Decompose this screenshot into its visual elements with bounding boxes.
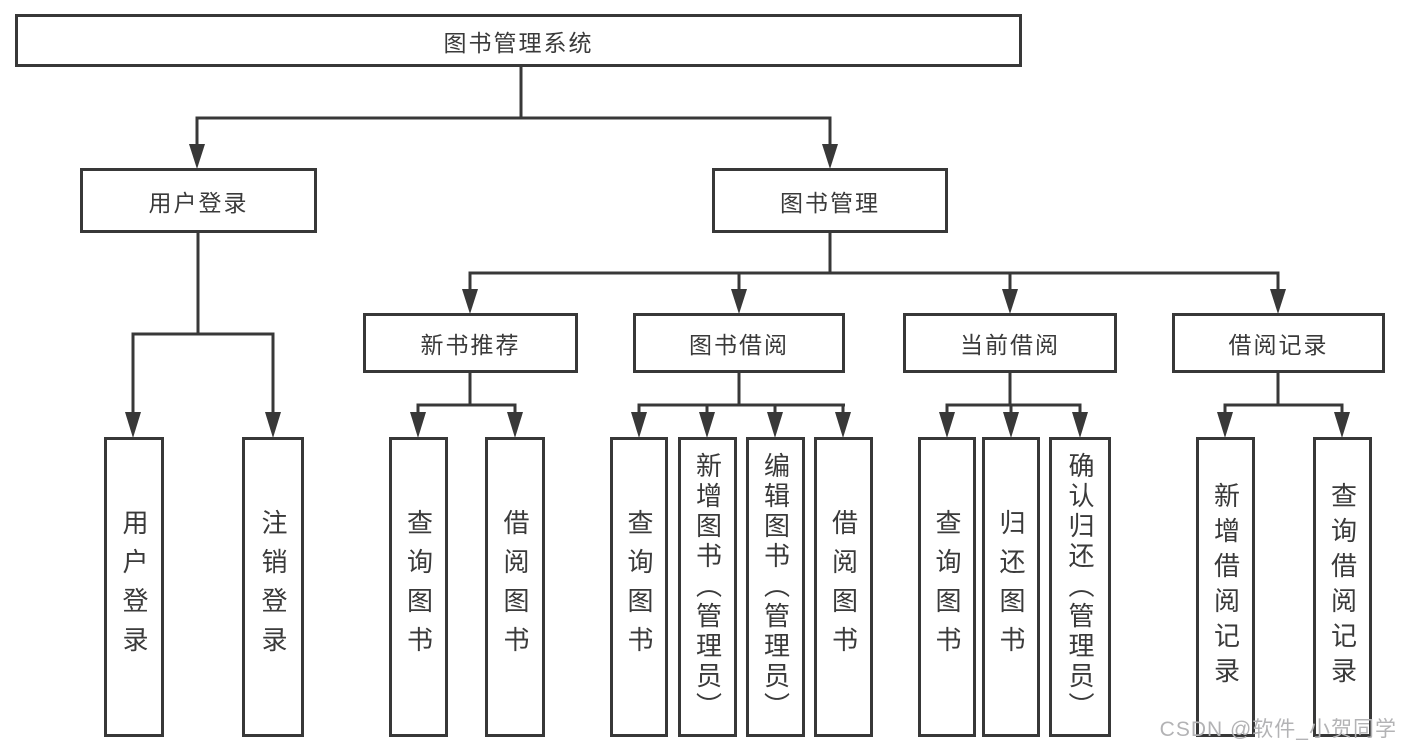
leaf-logout: 注销登录 (242, 437, 304, 737)
leaf-query-books-current-label: 查询图书 (932, 509, 962, 665)
connector-borrow-records-children (1223, 373, 1344, 414)
leaf-confirm-return-admin: 确认归还（管理员） (1049, 437, 1111, 737)
leaf-query-books-borrow: 查询图书 (610, 437, 668, 737)
connector-current-borrow-children (945, 373, 1082, 414)
csdn-watermark: CSDN @软件_小贺同学 (1159, 718, 1397, 741)
leaf-logout-label: 注销登录 (258, 509, 288, 665)
leaf-query-books-new: 查询图书 (389, 437, 448, 737)
node-new-book-recommendation-label: 新书推荐 (420, 332, 521, 358)
leaf-add-books-admin-label: 新增图书（管理员） (692, 452, 723, 722)
leaf-query-borrow-record-label: 查询借阅记录 (1327, 482, 1358, 692)
node-borrowing-records: 借阅记录 (1172, 313, 1385, 373)
leaf-user-login: 用户登录 (104, 437, 164, 737)
node-book-management-label: 图书管理 (780, 189, 880, 216)
leaf-query-books-current: 查询图书 (918, 437, 976, 737)
node-user-login-label: 用户登录 (148, 189, 249, 216)
node-book-management: 图书管理 (712, 168, 948, 233)
connector-book-borrow-children (637, 373, 845, 414)
leaf-return-books: 归还图书 (982, 437, 1040, 737)
leaf-edit-books-admin-label: 编辑图书（管理员） (760, 452, 791, 722)
connector-user-login-children (131, 233, 275, 414)
leaf-query-borrow-record: 查询借阅记录 (1313, 437, 1372, 737)
leaf-edit-books-admin: 编辑图书（管理员） (746, 437, 805, 737)
leaf-query-books-borrow-label: 查询图书 (624, 509, 654, 665)
leaf-borrow-books-new: 借阅图书 (485, 437, 545, 737)
leaf-confirm-return-admin-label: 确认归还（管理员） (1065, 452, 1095, 722)
leaf-query-books-new-label: 查询图书 (403, 509, 434, 665)
leaf-return-books-label: 归还图书 (996, 509, 1026, 665)
leaf-add-borrow-record: 新增借阅记录 (1196, 437, 1255, 737)
leaf-user-login-label: 用户登录 (119, 509, 149, 665)
leaf-add-books-admin: 新增图书（管理员） (678, 437, 737, 737)
leaf-borrow-books-borrow: 借阅图书 (814, 437, 873, 737)
node-current-borrowing-label: 当前借阅 (960, 332, 1060, 358)
leaf-borrow-books-borrow-label: 借阅图书 (828, 509, 859, 665)
arrowheads (125, 144, 1350, 438)
node-user-login: 用户登录 (80, 168, 317, 233)
node-root-label: 图书管理系统 (443, 29, 594, 56)
node-root-library-system: 图书管理系统 (15, 14, 1022, 67)
connector-book-mgmt-children (468, 233, 1280, 291)
node-current-borrowing: 当前借阅 (903, 313, 1117, 373)
node-book-borrowing-label: 图书借阅 (689, 332, 789, 358)
connector-root-to-level2 (195, 67, 832, 146)
connector-new-books-children (416, 373, 517, 414)
node-new-book-recommendation: 新书推荐 (363, 313, 578, 373)
leaf-add-borrow-record-label: 新增借阅记录 (1210, 482, 1241, 692)
node-borrowing-records-label: 借阅记录 (1228, 332, 1329, 358)
leaf-borrow-books-new-label: 借阅图书 (500, 509, 530, 665)
node-book-borrowing: 图书借阅 (633, 313, 845, 373)
